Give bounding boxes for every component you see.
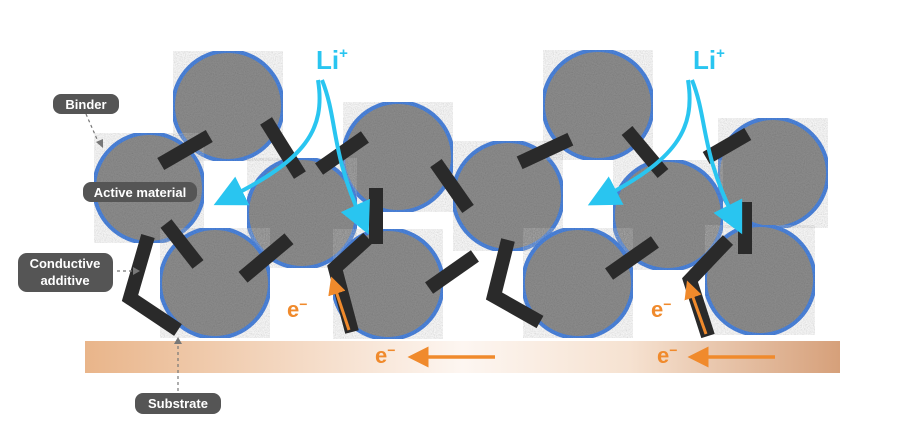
svg-text:Substrate: Substrate — [148, 396, 208, 411]
binder-stick — [425, 250, 479, 294]
particle — [521, 226, 635, 340]
binder-stick — [157, 129, 213, 171]
conductive-chain — [121, 234, 182, 336]
callout-arrowhead — [133, 267, 140, 275]
binder-stick — [369, 188, 383, 244]
binder-stick — [605, 236, 659, 280]
callout-arrowhead — [174, 337, 182, 344]
conductive-additive-callout: Conductive additive — [18, 253, 113, 292]
binder-stick — [238, 233, 294, 283]
electron-label: e− — [651, 296, 671, 322]
ion-flow-left — [213, 79, 370, 235]
svg-text:Binder: Binder — [65, 97, 106, 112]
li-ion-arrow — [690, 79, 743, 235]
particle — [341, 100, 455, 214]
svg-text:additive: additive — [40, 273, 89, 288]
callout-arrowhead — [96, 139, 103, 148]
conductive-chain — [327, 232, 373, 334]
conductive-chain — [485, 238, 544, 329]
electron-label: e− — [375, 342, 395, 368]
binder-stick — [430, 159, 474, 213]
binder-stick — [315, 131, 369, 175]
li-ion-arrow — [320, 79, 370, 235]
electron-label: e− — [657, 342, 677, 368]
electron-label: e− — [287, 296, 307, 322]
conductive-additive-chains — [121, 232, 734, 339]
electron-path-arrow — [328, 276, 351, 331]
conductive-chain — [682, 235, 734, 339]
particle — [703, 223, 817, 337]
li-ion-arrow — [213, 79, 322, 206]
binder-stick — [260, 117, 306, 179]
binder-callout: Binder — [53, 94, 119, 114]
li-ion-arrow — [587, 79, 692, 206]
binder-stick — [738, 202, 752, 254]
binder-stick — [702, 127, 752, 165]
active-material-callout: Active material — [83, 182, 197, 202]
binder-stick — [516, 132, 574, 170]
svg-text:Conductive: Conductive — [30, 256, 101, 271]
li-ion-label: Li+ — [316, 45, 348, 75]
substrate-callout: Substrate — [135, 393, 221, 414]
svg-text:Active material: Active material — [94, 185, 187, 200]
li-ion-label: Li+ — [693, 45, 725, 75]
ion-flow-right — [587, 79, 743, 235]
electron-paths — [328, 276, 708, 335]
binder-stick — [160, 219, 204, 269]
electron-path-arrow — [684, 280, 708, 335]
callout-leaders — [85, 113, 179, 392]
